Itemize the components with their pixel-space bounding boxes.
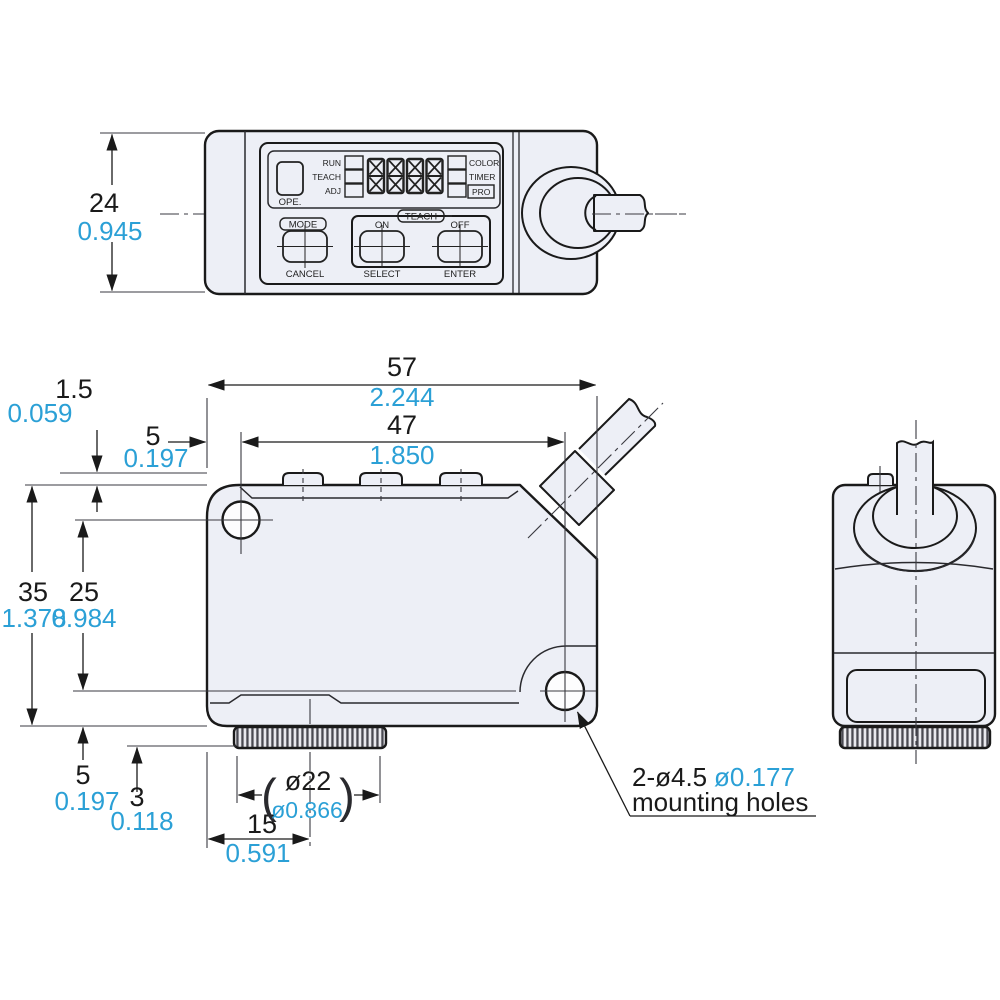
mounting-hole-top-left — [75, 432, 273, 554]
top-view: OPE. RUN TEACH ADJ — [77, 129, 688, 296]
mounting-holes-note: 2-ø4.5 ø0.177 mounting holes — [576, 711, 816, 817]
pro-frame — [467, 184, 495, 199]
enter-label: ENTER — [444, 269, 476, 280]
dim-25-mm: 25 — [69, 577, 99, 607]
front-view — [75, 397, 664, 846]
select-label: SELECT — [364, 269, 401, 280]
dim-35-inch: 1.378 — [1, 603, 66, 633]
sensor-body-front — [205, 483, 599, 728]
teach-key-group — [351, 215, 491, 268]
mounting-hole-bottom-right — [540, 432, 596, 722]
dim-3-inch: 0.118 — [110, 806, 173, 836]
cable — [593, 194, 649, 232]
on-key — [354, 225, 410, 268]
pro-indicator — [447, 183, 467, 198]
timer-label: TIMER — [469, 172, 495, 182]
color-label: COLOR — [469, 158, 499, 168]
dim-22-paren-close: ) — [339, 769, 355, 822]
dim-5bot-inch: 0.197 — [54, 786, 119, 816]
run-label: RUN — [323, 158, 341, 168]
fiber-lens-side — [838, 725, 992, 750]
seven-segment-display — [366, 157, 444, 195]
dim-3-mm: 3 — [129, 782, 144, 812]
timer-indicator — [447, 169, 467, 184]
teach-tag-label: TEACH — [405, 212, 437, 223]
cancel-label: CANCEL — [286, 269, 325, 280]
adj-indicator — [344, 183, 364, 198]
adj-label: ADJ — [325, 186, 341, 196]
dim-57-mm: 57 — [387, 352, 417, 382]
dim-15-inch: 0.591 — [225, 838, 290, 868]
ope-label: OPE. — [279, 197, 302, 208]
dim-47-mm: 47 — [387, 410, 417, 440]
dim-35-mm: 35 — [18, 577, 48, 607]
dim-22-mm: ø22 — [285, 766, 332, 796]
ope-button — [276, 161, 304, 196]
fiber-lens — [232, 699, 388, 846]
cable-diagonal — [527, 397, 664, 539]
dim-24-mm: 24 — [89, 188, 119, 218]
dim-5top-mm: 5 — [145, 421, 160, 451]
note-inch: ø0.177 — [714, 762, 795, 792]
teach-label: TEACH — [312, 172, 341, 182]
run-indicator — [344, 155, 364, 170]
dim-15-mm: 15 — [247, 809, 277, 839]
off-key — [432, 225, 488, 268]
teach-tag — [397, 209, 445, 223]
dim-24: 24 0.945 — [77, 132, 205, 293]
dim-22-inch: ø0.866 — [271, 797, 343, 823]
dim-5top-inch: 0.197 — [123, 443, 188, 473]
note-line2: mounting holes — [632, 787, 808, 817]
note-mm: 2-ø4.5 — [632, 762, 707, 792]
cable-gland — [521, 166, 688, 260]
mode-key — [277, 225, 333, 268]
dim-1_5-inch: 0.059 — [7, 398, 72, 428]
dim-47-inch: 1.850 — [369, 440, 434, 470]
mode-tag-label: MODE — [289, 220, 318, 231]
dim-25-inch: 0.984 — [51, 603, 116, 633]
dim-57-inch: 2.244 — [369, 382, 434, 412]
mode-tag — [279, 217, 327, 231]
pro-label: PRO — [472, 187, 491, 197]
mounting-tabs — [282, 469, 483, 503]
color-indicator — [447, 155, 467, 170]
control-panel: OPE. RUN TEACH ADJ — [259, 142, 504, 285]
cable-vertical — [853, 439, 977, 573]
cable-boss — [539, 450, 615, 526]
front-dimensions: 57 2.244 47 1.850 5 0.197 1.5 0.059 35 1… — [1, 352, 816, 868]
teach-indicator — [344, 169, 364, 184]
side-view — [831, 420, 997, 764]
dim-24-inch: 0.945 — [77, 216, 142, 246]
dim-5bot-mm: 5 — [75, 760, 90, 790]
dim-22-paren-open: ( — [261, 769, 277, 822]
dim-1_5-mm: 1.5 — [55, 374, 93, 404]
